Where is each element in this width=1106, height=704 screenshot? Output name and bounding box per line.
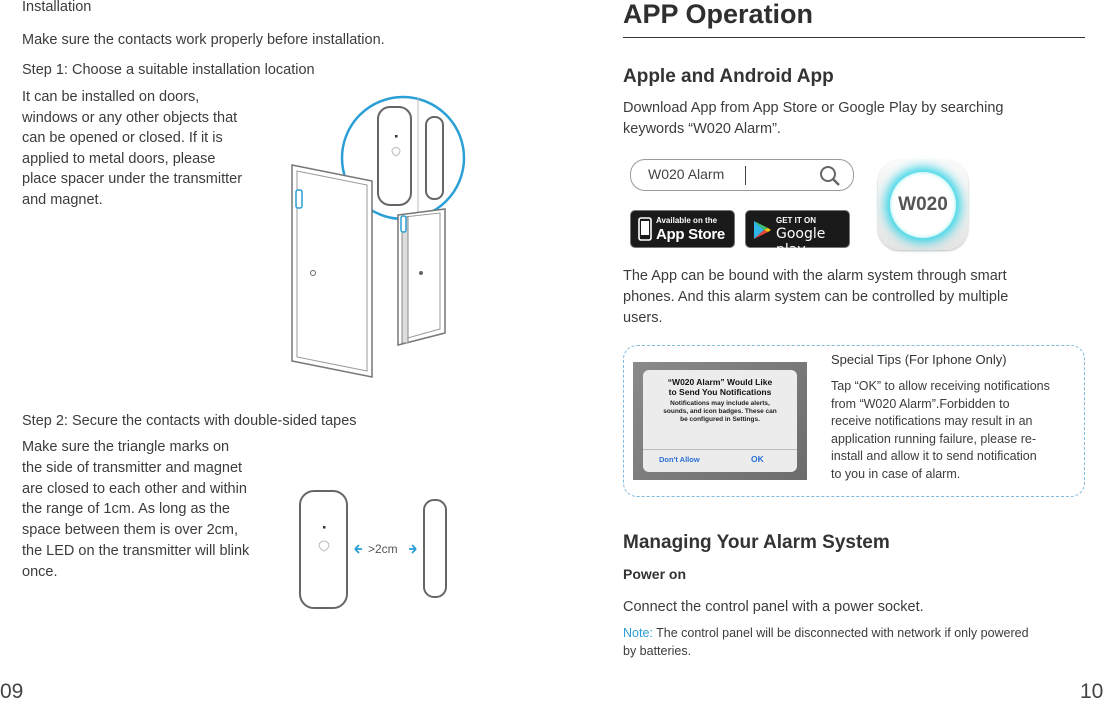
step1-title: Choose a suitable installation location: [67, 62, 315, 78]
bound-line: The App can be bound with the alarm syst…: [623, 268, 1007, 284]
dialog-body-line: be configured in Settings.: [680, 416, 760, 423]
step1-line: can be opened or closed. If it is: [22, 130, 223, 146]
app-store-small-text: Available on the: [656, 216, 718, 225]
notification-screenshot: “W020 Alarm” Would Like to Send You Noti…: [633, 362, 807, 480]
step2-label: Step 2:: [22, 413, 68, 429]
dialog-title: “W020 Alarm” Would Like to Send You Noti…: [643, 377, 797, 397]
step2-heading: Step 2: Secure the contacts with double-…: [22, 411, 357, 432]
dialog-title-line: “W020 Alarm” Would Like: [667, 377, 773, 387]
google-play-text: Google play: [776, 226, 826, 258]
manage-heading: Managing Your Alarm System: [623, 532, 890, 553]
google-play-small-text: GET IT ON: [776, 216, 816, 225]
step1-heading: Step 1: Choose a suitable installation l…: [22, 60, 315, 81]
step1-line: It can be installed on doors,: [22, 89, 200, 105]
google-play-icon: [754, 221, 771, 239]
page-number-left: 09: [0, 680, 24, 703]
step2-line: once.: [22, 563, 58, 580]
app-icon-label: W020: [898, 194, 948, 215]
intro-text: Make sure the contacts work properly bef…: [22, 32, 385, 48]
tips-line: to you in case of alarm.: [831, 466, 961, 481]
step1-line: and magnet.: [22, 191, 103, 208]
search-bar[interactable]: W020 Alarm: [630, 159, 854, 191]
power-text: Connect the control panel with a power s…: [623, 599, 924, 615]
note-line-1: Note: The control panel will be disconne…: [623, 624, 1029, 642]
tips-body: Tap “OK” to allow receiving notification…: [831, 378, 1050, 484]
search-input[interactable]: W020 Alarm: [648, 166, 725, 182]
step1-line: applied to metal doors, please: [22, 150, 216, 167]
app-heading: Apple and Android App: [623, 66, 834, 87]
app-icon[interactable]: W020: [878, 160, 968, 250]
tips-line: Tap “OK” to allow receiving notification…: [831, 379, 1050, 393]
step2-body: Make sure the triangle marks on the side…: [22, 437, 249, 583]
text-cursor: [745, 166, 746, 185]
step1-line: windows or any other objects that: [22, 109, 238, 126]
step2-line: the side of transmitter and magnet: [22, 459, 243, 476]
dialog-title-line: to Send You Notifications: [668, 387, 772, 397]
step1-line: place spacer under the transmitter: [22, 171, 243, 187]
dialog-ok-button[interactable]: OK: [751, 454, 764, 464]
step2-title: Secure the contacts with double-sided ta…: [67, 413, 357, 429]
bound-line: users.: [623, 310, 663, 326]
title-divider: [623, 37, 1085, 38]
dialog-body-line: sounds, and icon badges. These can: [663, 408, 777, 415]
section-title: Installation: [22, 0, 92, 15]
note-text: The control panel will be disconnected w…: [652, 626, 1029, 640]
app-icon-glow: [890, 172, 956, 238]
note: Note: The control panel will be disconne…: [623, 624, 1029, 660]
bound-line: phones. And this alarm system can be con…: [623, 289, 1009, 305]
phone-icon: [638, 217, 652, 241]
tips-line: receive notifications may result in an: [831, 414, 1033, 429]
app-store-badge[interactable]: Available on the App Store: [630, 210, 735, 248]
step1-body: It can be installed on doors, windows or…: [22, 87, 242, 210]
gap-label: >2cm: [368, 542, 398, 556]
step2-line: the LED on the transmitter will blink: [22, 542, 250, 559]
step2-line: space between them is over 2cm,: [22, 522, 238, 539]
app-store-text: App Store: [656, 226, 725, 243]
dialog-dont-allow-button[interactable]: Don't Allow: [659, 455, 700, 464]
power-heading: Power on: [623, 566, 687, 582]
google-play-badge[interactable]: GET IT ON Google play: [745, 210, 850, 258]
search-icon[interactable]: [819, 165, 841, 187]
note-label: Note:: [623, 626, 653, 640]
download-line: keywords “W020 Alarm”.: [623, 121, 781, 137]
dialog-body: Notifications may include alerts, sounds…: [643, 400, 797, 424]
step2-line: the range of 1cm. As long as the: [22, 501, 230, 518]
dialog-divider: [643, 449, 797, 450]
page-title: APP Operation: [623, 0, 814, 29]
tips-line: install and allow it to send notificatio…: [831, 449, 1037, 464]
download-line: Download App from App Store or Google Pl…: [623, 100, 1004, 116]
special-tips-box: [623, 345, 1085, 497]
download-text: Download App from App Store or Google Pl…: [623, 98, 1003, 140]
tips-line: from “W020 Alarm”.Forbidden to: [831, 396, 1010, 411]
step2-line: are closed to each other and within: [22, 480, 247, 497]
step1-label: Step 1:: [22, 62, 68, 78]
note-line-2: by batteries.: [623, 644, 692, 658]
door-illustration: [291, 95, 466, 378]
page-number-right: 10: [1080, 680, 1104, 703]
notification-dialog: “W020 Alarm” Would Like to Send You Noti…: [643, 370, 797, 472]
bound-text: The App can be bound with the alarm syst…: [623, 266, 1008, 329]
dialog-body-line: Notifications may include alerts,: [670, 400, 770, 407]
tips-line: application running failure, please re-: [831, 431, 1036, 446]
sensor-gap-illustration: [299, 490, 447, 609]
step2-line: Make sure the triangle marks on: [22, 439, 230, 455]
tips-title: Special Tips (For Iphone Only): [831, 352, 1007, 367]
